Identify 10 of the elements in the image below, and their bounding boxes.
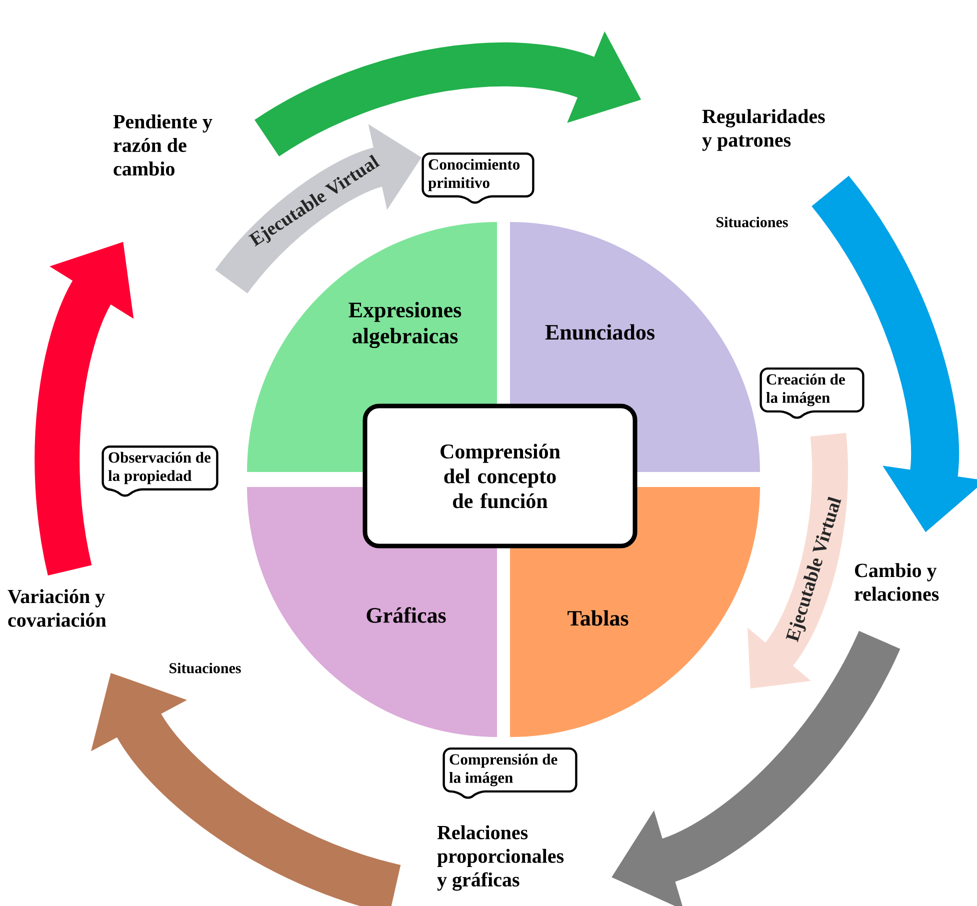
speech-callout: Conocimiento primitivo — [422, 152, 534, 204]
topic-label: Pendiente y razón de cambio — [113, 114, 212, 176]
speech-callout: Comprensión de la imágen — [442, 747, 578, 799]
speech-callout: Observación de la propiedad — [102, 446, 218, 497]
topic-label: Regularidades y patrones — [702, 109, 825, 151]
speech-callout: Creación de la imágen — [760, 367, 864, 419]
center-box: Comprensión del concepto de función — [362, 404, 638, 548]
topic-label: Relaciones proporcionales y gráficas — [437, 825, 564, 891]
topic-label: Variación y covariación — [8, 589, 106, 627]
topic-label: Cambio y relaciones — [854, 563, 939, 601]
